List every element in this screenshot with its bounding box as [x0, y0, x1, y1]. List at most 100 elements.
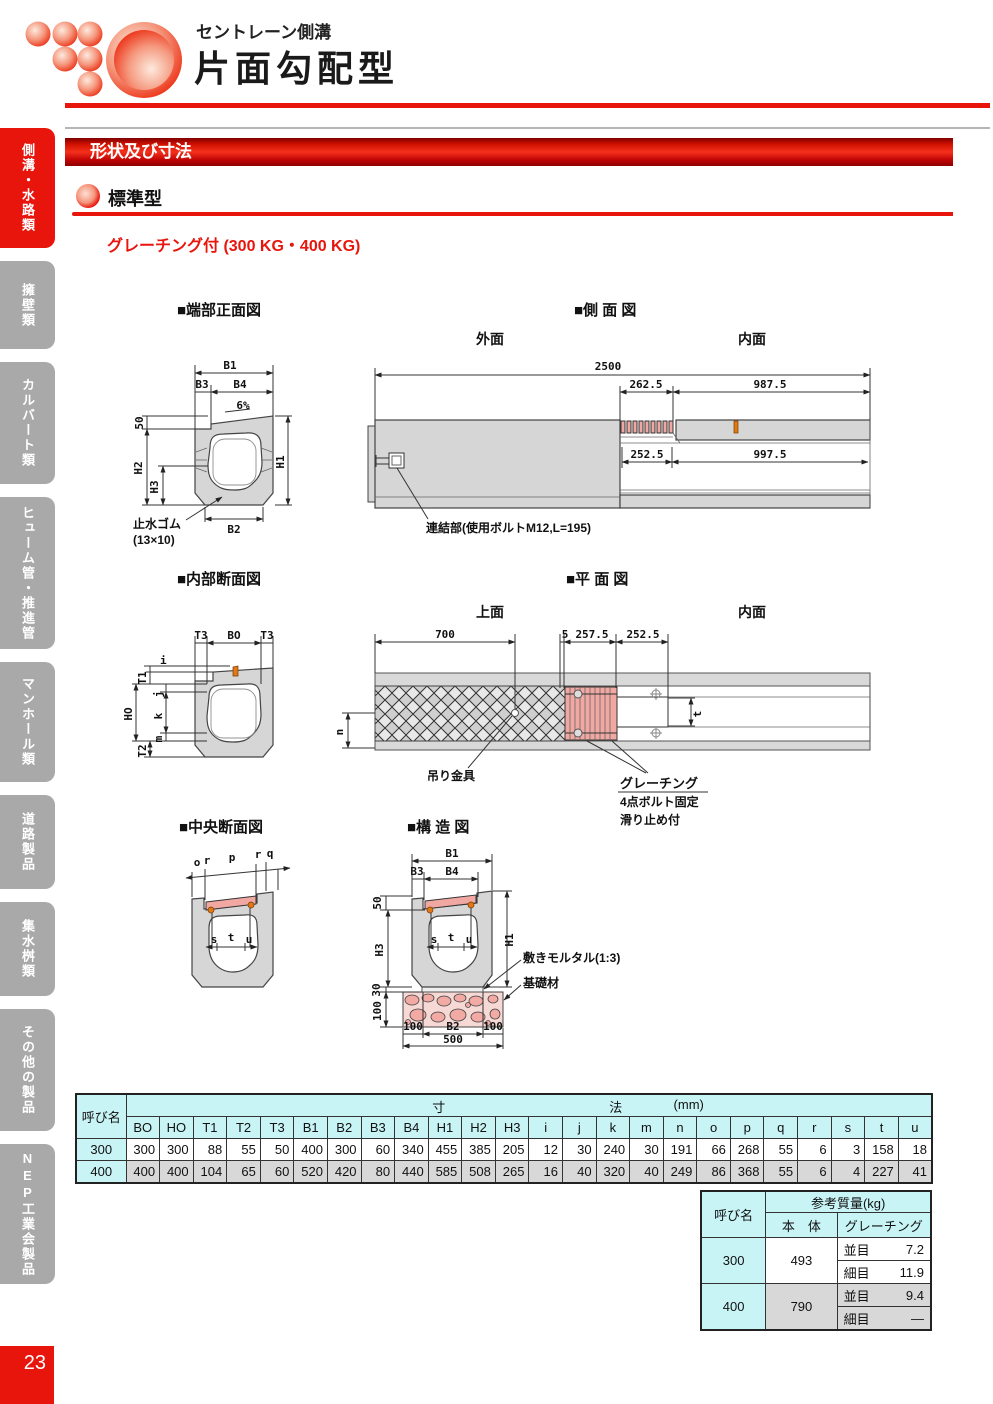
dim-h2: H2 — [132, 461, 145, 474]
wt-grating-type: 細目 — [843, 1265, 870, 1281]
dim-5: 5 — [562, 628, 569, 641]
span-label-unit: (mm) — [673, 1096, 704, 1112]
sidebar-item-retaining-walls[interactable]: 擁壁類 — [0, 261, 55, 349]
dim-262-5: 262.5 — [629, 378, 662, 391]
sidebar-item-gutters[interactable]: 側溝・水路類 — [0, 128, 55, 248]
dim-col-n: n — [662, 1116, 698, 1139]
dim-cell: 40 — [629, 1160, 664, 1184]
side-bottom-strip — [619, 494, 871, 509]
wt-row-name: 300 — [700, 1237, 767, 1284]
dim-t2: T2 — [136, 744, 149, 757]
structure-hole — [428, 914, 479, 973]
sidebar-item-other-products[interactable]: その他の製品 — [0, 1009, 55, 1131]
sidebar-item-manholes[interactable]: マンホール類 — [0, 662, 55, 782]
inner-section-dimension-lines — [132, 636, 274, 758]
plan-opening — [616, 696, 669, 728]
center-bolt-right — [247, 901, 255, 909]
dim-row-name: 300 — [75, 1138, 127, 1161]
wt-row-name: 400 — [700, 1283, 767, 1331]
structure-dimension-lines — [380, 854, 522, 1049]
weight-table: 呼び名 参考質量(kg) 本 体 グレーチング 300 493 並目 7.2 細… — [700, 1190, 932, 1331]
dim-cell: 16 — [528, 1160, 564, 1184]
wt-row-400b: 細目 — — [701, 1306, 932, 1331]
dim-t1: T1 — [136, 671, 149, 685]
dim-cell: 300 — [326, 1138, 362, 1161]
dim-cell: 191 — [662, 1138, 698, 1161]
dim-col-m: m — [629, 1116, 664, 1139]
dim-t-center: t — [228, 931, 235, 944]
structure-bolt-right — [467, 901, 475, 909]
dim-t3-left: T3 — [194, 629, 207, 642]
side-grating-teeth — [620, 420, 674, 434]
dim-s-structure: s — [431, 933, 438, 946]
dim-cell: 249 — [662, 1160, 698, 1184]
sidebar-item-catch-basins[interactable]: 集水桝類 — [0, 902, 55, 996]
center-dimension-lines — [185, 862, 291, 951]
dim-257-5: 257.5 — [575, 628, 608, 641]
brand-logo-icon — [25, 21, 182, 98]
dim-50-structure: 50 — [371, 896, 384, 909]
plan-view-drawing: 上面 内面 — [333, 604, 871, 827]
dim-997-5: 997.5 — [753, 448, 786, 461]
dim-cell: 55 — [763, 1160, 799, 1184]
dim-m: m — [152, 735, 165, 742]
dim-n: n — [333, 729, 346, 736]
dim-q: q — [267, 847, 274, 860]
dim-col-j: j — [562, 1116, 597, 1139]
side-connector — [375, 452, 405, 469]
grating-bolt-callout: 4点ボルト固定 — [620, 794, 699, 809]
inner-face-label: 内面 — [738, 331, 766, 347]
sidebar-item-nep-products[interactable]: NEP工業会製品 — [0, 1144, 55, 1284]
mortar-callout: 敷きモルタル(1:3) — [523, 950, 620, 965]
dim-cell: 40 — [562, 1160, 597, 1184]
end-front-dimension-lines — [142, 365, 292, 522]
sidebar-item-hume-pipes[interactable]: ヒューム管・推進管 — [0, 497, 55, 649]
dim-i: i — [160, 654, 167, 667]
dim-u-center: u — [246, 933, 253, 946]
dim-span-header: 寸 法 (mm) — [125, 1093, 933, 1117]
dim-t-structure: t — [448, 931, 455, 944]
dim-cell: 60 — [259, 1160, 295, 1184]
dim-cell: 508 — [461, 1160, 496, 1184]
header-rule — [65, 103, 990, 108]
dim-col-T2: T2 — [226, 1116, 261, 1139]
wt-grating-weight: 並目 9.4 — [836, 1283, 932, 1307]
dim-500: 500 — [443, 1033, 463, 1046]
dim-cell: 227 — [864, 1160, 899, 1184]
dim-h3: H3 — [148, 480, 161, 493]
dim-cell: 6 — [797, 1160, 832, 1184]
dim-cell: 420 — [326, 1160, 362, 1184]
dim-2500: 2500 — [595, 360, 622, 373]
dim-100a: 100 — [403, 1020, 423, 1033]
dim-col-t: t — [864, 1116, 899, 1139]
dim-cell: 455 — [427, 1138, 463, 1161]
dim-col-T1: T1 — [192, 1116, 228, 1139]
waterstop-callout: 止水ゴム — [133, 516, 181, 531]
dim-col-s: s — [830, 1116, 866, 1139]
side-view-title: ■側 面 図 — [574, 302, 637, 319]
dim-col-B3: B3 — [360, 1116, 396, 1139]
dim-cell: 400 — [125, 1160, 161, 1184]
dim-cell: 400 — [159, 1160, 194, 1184]
end-front-view-drawing: B1 B3 B4 6% 50 H2 H3 H1 B2 止水ゴム (13×10) — [132, 359, 292, 547]
subsection-heading: 標準型 — [108, 189, 162, 209]
dim-cell: 585 — [427, 1160, 463, 1184]
sidebar-item-culverts[interactable]: カルバート類 — [0, 362, 55, 484]
dim-cell: 88 — [192, 1138, 228, 1161]
dim-cell: 520 — [293, 1160, 328, 1184]
dim-cell: 80 — [360, 1160, 396, 1184]
wt-grating-weight: 並目 7.2 — [836, 1237, 932, 1261]
plan-view-title: ■平 面 図 — [566, 571, 629, 588]
sidebar-item-road-products[interactable]: 道路製品 — [0, 795, 55, 889]
page-number: 23 — [0, 1346, 54, 1404]
page-title: 片面勾配型 — [194, 48, 400, 89]
dim-cell: 30 — [629, 1138, 664, 1161]
end-front-view-title: ■端部正面図 — [177, 302, 262, 319]
dim-cell: 50 — [259, 1138, 295, 1161]
dim-cell: 340 — [394, 1138, 429, 1161]
plan-channel-lines — [668, 696, 870, 728]
dim-100b: 100 — [483, 1020, 503, 1033]
end-front-wall-ticks — [195, 447, 273, 473]
dim-cell: 205 — [494, 1138, 530, 1161]
center-grating-plate — [205, 895, 257, 911]
